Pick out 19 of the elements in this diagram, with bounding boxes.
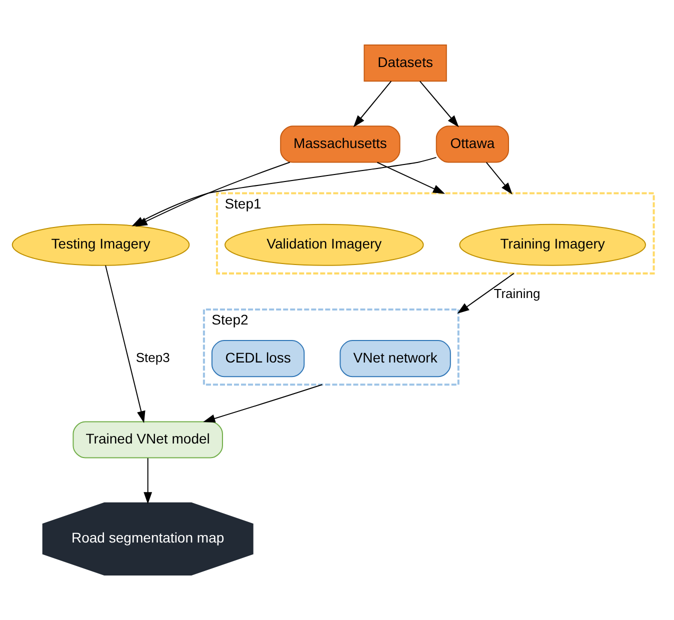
node-ellipse: Training Imagery bbox=[459, 224, 646, 266]
node-ellipse: Validation Imagery bbox=[224, 224, 424, 266]
arrow bbox=[353, 80, 392, 128]
arrow bbox=[486, 162, 512, 194]
arrow bbox=[105, 264, 146, 424]
node-box: Massachusetts bbox=[280, 126, 400, 163]
edge-label: Training bbox=[494, 286, 540, 301]
node-box: Datasets bbox=[364, 44, 447, 82]
arrow bbox=[144, 458, 152, 504]
edge-label: Step3 bbox=[136, 350, 170, 365]
node-ellipse: Testing Imagery bbox=[12, 224, 190, 266]
arrow bbox=[203, 384, 323, 423]
node-box: Trained VNet model bbox=[72, 421, 223, 458]
arrow bbox=[419, 80, 459, 128]
arrow bbox=[457, 272, 514, 314]
node-box: VNet network bbox=[340, 340, 451, 378]
node-box: CEDL loss bbox=[211, 340, 305, 378]
arrow bbox=[376, 162, 446, 194]
node-box: Ottawa bbox=[436, 126, 509, 163]
